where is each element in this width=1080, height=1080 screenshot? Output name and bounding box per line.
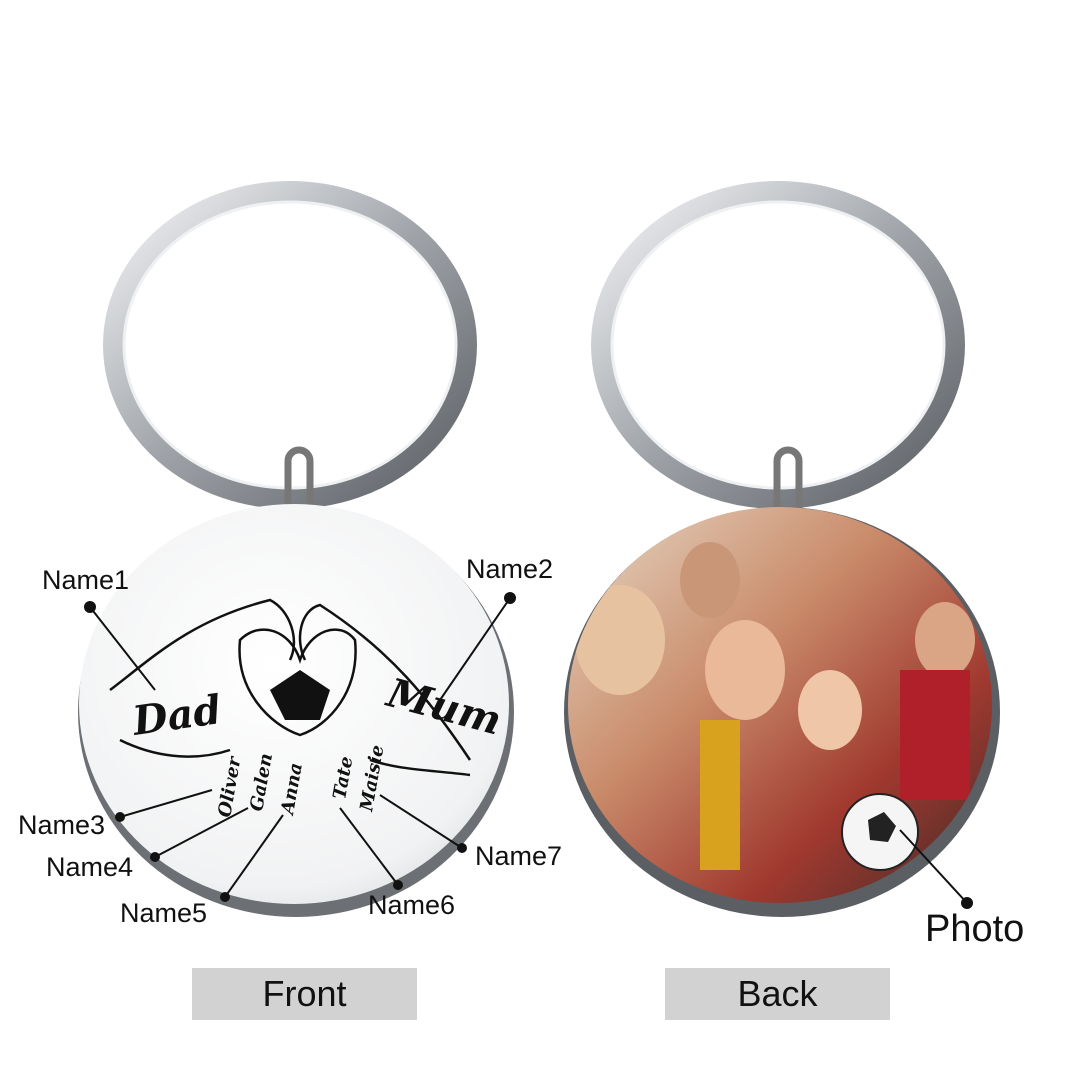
front-view-button[interactable]: Front [192, 968, 417, 1020]
callout-photo: Photo [925, 908, 1024, 950]
hands-heart-engraving [109, 598, 472, 777]
back-photo [568, 507, 992, 903]
callout-name1: Name1 [42, 565, 129, 595]
callout-lines [89, 597, 968, 904]
soccer-ball-icon [270, 670, 330, 720]
callout-name4: Name4 [46, 852, 133, 882]
callout-name5: Name5 [120, 898, 207, 928]
callout-name7: Name7 [475, 841, 562, 871]
back-keychain [564, 181, 1000, 917]
callout-name3: Name3 [18, 810, 105, 840]
callout-name6: Name6 [368, 890, 455, 920]
callout-dots [84, 592, 973, 909]
back-view-button[interactable]: Back [665, 968, 890, 1020]
callout-name2: Name2 [466, 554, 553, 584]
front-keychain: Dad Mum Oliver Galen Anna Tate Maisie [78, 181, 514, 917]
